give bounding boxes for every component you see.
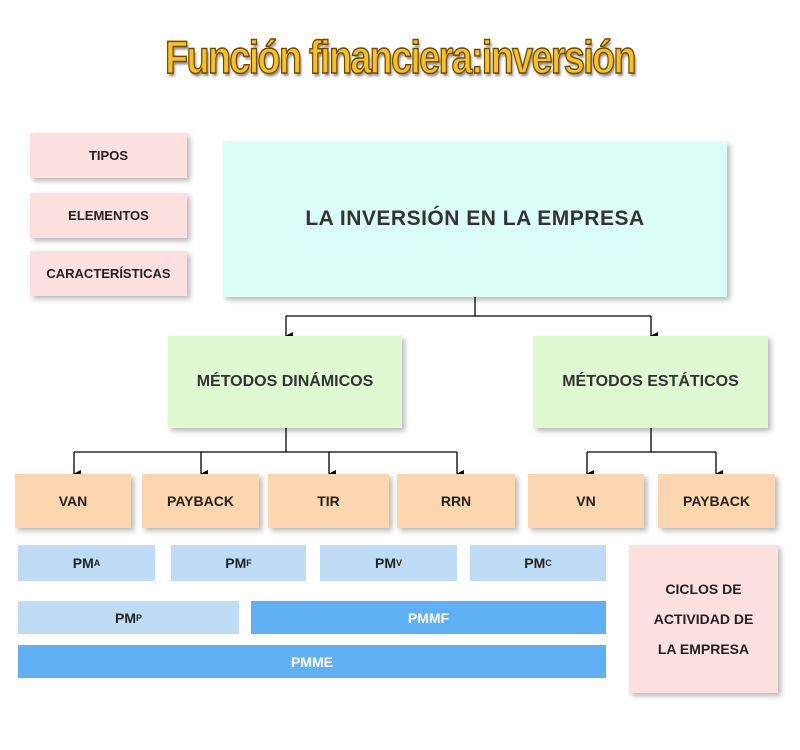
static-methods-box: MÉTODOS ESTÁTICOS	[533, 336, 768, 428]
pm-a-base: PM	[72, 555, 94, 571]
method-payback-dynamic: PAYBACK	[142, 474, 259, 528]
pm-c-sub: C	[545, 558, 552, 568]
ciclos-line-2: ACTIVIDAD DE	[653, 611, 754, 627]
method-van: VAN	[15, 474, 131, 528]
pm-p-base: PM	[114, 609, 136, 626]
ciclos-line-3: LA EMPRESA	[657, 641, 750, 657]
pm-f-sub: F	[246, 558, 252, 568]
pm-a-sub: A	[93, 558, 101, 568]
side-item-caracteristicas: CARACTERÍSTICAS	[30, 251, 187, 296]
side-item-elementos: ELEMENTOS	[30, 193, 187, 238]
pm-f-base: PM	[225, 555, 247, 571]
pmmf-box: PMMF	[251, 601, 606, 634]
page-title: Función financiera:inversión	[165, 30, 638, 84]
pm-v-base: PM	[374, 555, 396, 571]
pmme-box: PMME	[18, 645, 606, 678]
main-investment-box: LA INVERSIÓN EN LA EMPRESA	[223, 141, 727, 297]
ciclos-line-1: CICLOS DE	[665, 581, 742, 597]
pm-v-sub: V	[395, 558, 402, 568]
ciclos-actividad-box: CICLOS DE ACTIVIDAD DE LA EMPRESA	[629, 545, 778, 693]
method-vn: VN	[528, 474, 644, 528]
method-rrn: RRN	[397, 474, 515, 528]
dynamic-methods-box: MÉTODOS DINÁMICOS	[168, 336, 402, 428]
method-payback-static: PAYBACK	[658, 474, 775, 528]
pm-p-sub: P	[135, 612, 142, 623]
pm-c-base: PM	[524, 555, 546, 571]
side-item-tipos: TIPOS	[30, 133, 187, 178]
method-tir: TIR	[268, 474, 389, 528]
